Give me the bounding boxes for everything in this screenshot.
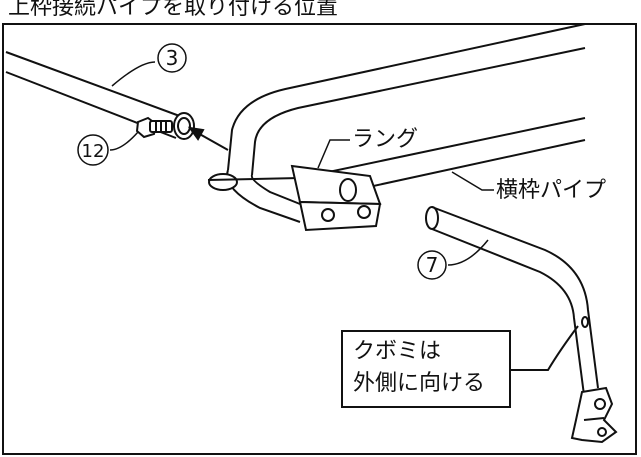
label-part-7: 7 bbox=[417, 239, 489, 280]
pipe-7 bbox=[425, 206, 599, 396]
header-text: 上枠接続パイプを取り付ける位置 bbox=[8, 0, 338, 20]
label-flange: ラング bbox=[317, 127, 418, 169]
flange-clamp bbox=[290, 164, 382, 232]
dimple-note-line2: 外側に向ける bbox=[353, 371, 486, 396]
upper-frame-pipe bbox=[208, 23, 586, 223]
end-bracket bbox=[570, 386, 618, 444]
callout-leader bbox=[511, 325, 579, 371]
svg-text:ラング: ラング bbox=[352, 127, 418, 152]
label-part-12: 12 bbox=[77, 131, 139, 166]
bolt-12 bbox=[135, 116, 173, 139]
svg-text:3: 3 bbox=[166, 46, 179, 70]
svg-text:7: 7 bbox=[426, 253, 439, 277]
svg-text:横枠パイプ: 横枠パイプ bbox=[496, 178, 606, 203]
label-part-3: 3 bbox=[111, 43, 187, 87]
svg-text:12: 12 bbox=[82, 141, 105, 162]
diagram-frame bbox=[2, 23, 637, 455]
dimple-note-line1: クボミは bbox=[353, 339, 442, 364]
dimple-note-box: クボミは 外側に向ける bbox=[341, 330, 511, 408]
insert-arrow bbox=[187, 126, 229, 151]
label-horizontal-pipe: 横枠パイプ bbox=[451, 171, 606, 203]
